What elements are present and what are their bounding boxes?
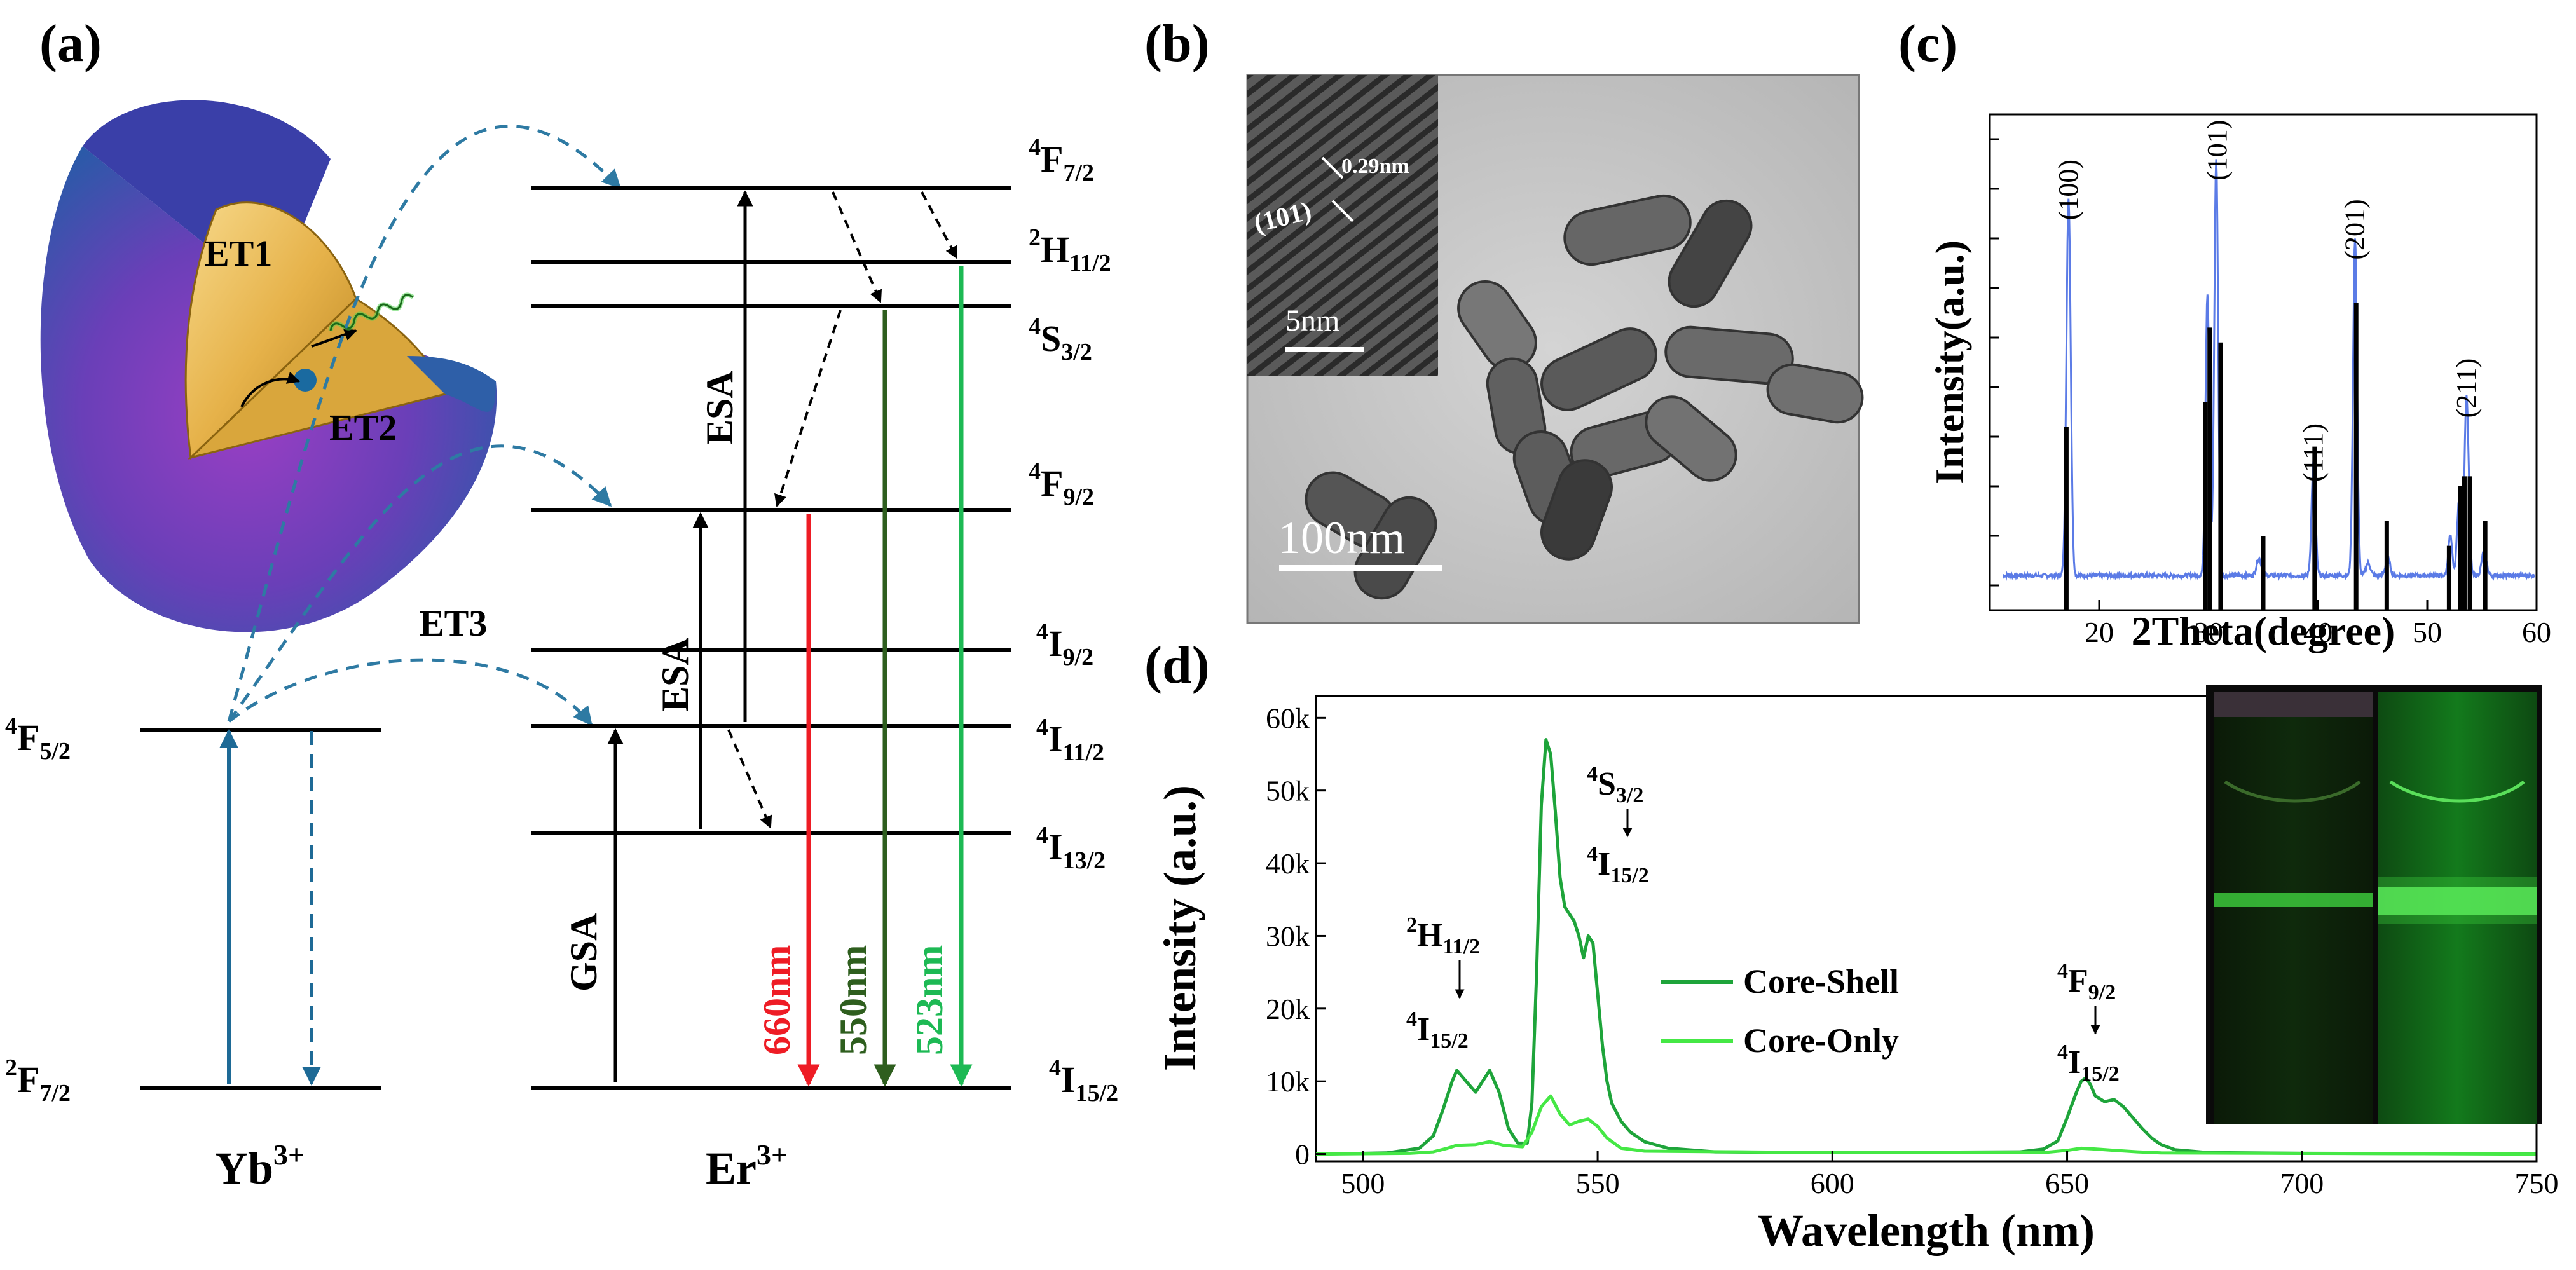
er-level-label-4: 4I9/2 <box>1036 618 1093 671</box>
et1-label: ET1 <box>205 233 272 274</box>
xrd-peak-label: (111) <box>2298 423 2329 482</box>
inset-scale-label: 5nm <box>1285 304 1339 338</box>
svg-text:4I15/2: 4I15/2 <box>1406 1007 1469 1053</box>
xrd-x-tick-label: 20 <box>2085 616 2114 648</box>
pl-y-tick-label: 60k <box>1266 702 1310 734</box>
xrd-peak-label: (211) <box>2451 358 2482 418</box>
pl-plot-area <box>1315 738 2537 1156</box>
nonradiative-arrows <box>727 191 958 829</box>
pl-y-tick-label: 50k <box>1266 775 1310 807</box>
emission-660-label: 660nm <box>756 945 798 1055</box>
pl-x-axis-title: Wavelength (nm) <box>1758 1205 2095 1256</box>
annotation-f92: 4F9/2 4I15/2 <box>2057 959 2120 1086</box>
pl-y-tick-label: 10k <box>1266 1065 1310 1098</box>
esa-label-upper: ESA <box>699 371 741 445</box>
pl-x-tick-label: 500 <box>1341 1167 1385 1199</box>
pl-x-tick-label: 700 <box>2280 1167 2324 1199</box>
pl-y-tick-label: 20k <box>1266 993 1310 1025</box>
er-ion-label: Er3+ <box>706 1138 788 1194</box>
xrd-pattern-line <box>2002 159 2535 582</box>
panel-b-tem-image: (b) 0.29nm (101) 5nm 100nm <box>1144 14 1864 624</box>
er-level-label-2: 4S3/2 <box>1029 313 1092 365</box>
energy-transfer-arrows <box>227 125 622 727</box>
pl-y-tick-label: 30k <box>1266 920 1310 952</box>
scale-bar-label: 100nm <box>1278 512 1405 563</box>
pl-axes: 500 550 600 650 700 750 0 10k 20k 30k 40k 50k 60k <box>1266 702 2559 1199</box>
pl-y-axis-title: Intensity (a.u.) <box>1154 785 1205 1071</box>
cuvette-photo-inset <box>2206 685 2542 1124</box>
er-level-label-7: 4I15/2 <box>1049 1055 1118 1107</box>
xrd-x-tick-label: 30 <box>2194 616 2223 648</box>
xrd-peak-label: (101) <box>2202 120 2233 181</box>
transition-annotations: 2H11/2 4I15/2 4S3/2 4I15/2 4F9/2 4I15/2 <box>1406 762 2120 1086</box>
core-shell-spectrum <box>1315 738 2537 1156</box>
pl-x-tick-label: 750 <box>2515 1167 2559 1199</box>
xrd-peak-label: (100) <box>2053 160 2084 220</box>
panel-label-c: (c) <box>1898 14 1957 73</box>
xrd-axes: 20 30 40 50 60 <box>1990 138 2551 648</box>
svg-text:4I15/2: 4I15/2 <box>1587 842 1649 887</box>
hrtem-inset <box>1247 75 1438 376</box>
pl-x-tick-label: 650 <box>2045 1167 2089 1199</box>
er-level-label-0: 4F7/2 <box>1029 134 1094 186</box>
legend-label-core-shell: Core-Shell <box>1743 962 1899 1000</box>
panel-label-d: (d) <box>1144 636 1210 695</box>
annotation-s32: 4S3/2 4I15/2 <box>1587 762 1649 887</box>
emission-550-label: 550nm <box>832 945 874 1055</box>
et3-label: ET3 <box>420 603 487 644</box>
panel-a-energy-diagram: (a) ET1 ET2 ET3 4F5/2 <box>5 14 1118 1194</box>
er-level-label-6: 4I13/2 <box>1036 822 1106 874</box>
pl-x-tick-label: 550 <box>1576 1167 1620 1199</box>
pl-y-tick-label: 0 <box>1295 1138 1310 1171</box>
yb-ion-label: Yb3+ <box>215 1138 305 1194</box>
panel-d-emission-chart: (d) 500 550 600 650 700 750 0 10k 20k 30k 40k 50k 60… <box>1144 636 2559 1256</box>
esa-label-lower: ESA <box>654 638 696 712</box>
panel-c-xrd-chart: (c) (100) (101) (111) (201) (211) 20 30 40 50 60… <box>1898 14 2551 653</box>
emission-523-label: 523nm <box>908 945 950 1055</box>
xrd-x-tick-label: 50 <box>2413 616 2442 648</box>
xrd-plot-area: (100) (101) (111) (201) (211) <box>2002 120 2535 610</box>
annotation-h112: 2H11/2 4I15/2 <box>1406 913 1480 1053</box>
et2-label: ET2 <box>329 407 397 448</box>
xrd-x-tick-label: 40 <box>2303 616 2333 648</box>
panel-label-b: (b) <box>1144 14 1210 73</box>
legend: Core-Shell Core-Only <box>1661 962 1899 1060</box>
svg-text:4I15/2: 4I15/2 <box>2057 1041 2120 1086</box>
svg-text:2H11/2: 2H11/2 <box>1406 913 1480 959</box>
lattice-marker <box>1321 156 1344 179</box>
xrd-x-tick-label: 60 <box>2522 616 2551 648</box>
er-level-labels: 4F7/2 2H11/2 4S3/2 4F9/2 4I9/2 4I11/2 4I… <box>1029 134 1118 1107</box>
core-shell-nanoparticle <box>40 100 497 632</box>
er-level-label-1: 2H11/2 <box>1029 224 1111 277</box>
xrd-peak-label: (201) <box>2339 199 2370 259</box>
yb-level-label-0: 4F5/2 <box>5 713 71 765</box>
legend-label-core-only: Core-Only <box>1743 1021 1899 1060</box>
er-level-label-5: 4I11/2 <box>1036 714 1104 766</box>
er-levels <box>531 186 1011 1090</box>
er-level-label-3: 4F9/2 <box>1029 458 1094 510</box>
pl-x-tick-label: 600 <box>1811 1167 1854 1199</box>
pl-y-tick-label: 40k <box>1266 847 1310 880</box>
svg-text:4S3/2: 4S3/2 <box>1587 762 1643 807</box>
nanorods <box>1305 194 1864 600</box>
yb-level-label-1: 2F7/2 <box>5 1055 71 1107</box>
svg-text:4F9/2: 4F9/2 <box>2057 959 2116 1004</box>
xrd-y-axis-title: Intensity(a.u.) <box>1927 240 1972 484</box>
gsa-label: GSA <box>563 913 605 992</box>
lattice-spacing-label: 0.29nm <box>1341 154 1409 178</box>
panel-label-a: (a) <box>39 14 102 73</box>
xrd-x-axis-title: 2Theta(degree) <box>2132 608 2395 653</box>
core-only-spectrum <box>1315 1094 2537 1156</box>
